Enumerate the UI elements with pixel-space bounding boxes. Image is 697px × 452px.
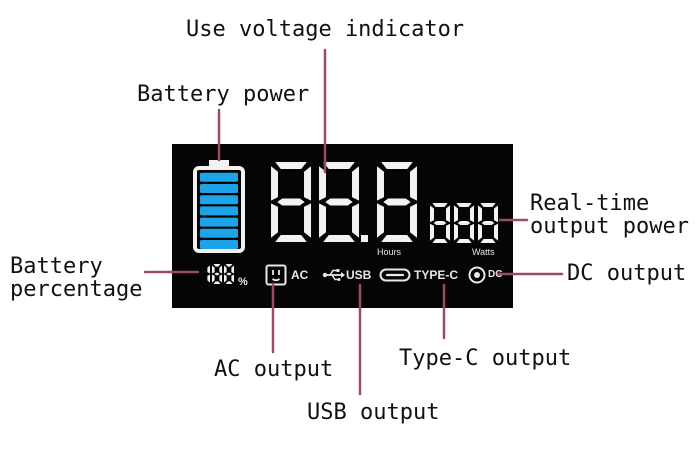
digit-segment-d <box>323 235 355 242</box>
digit-segment-e <box>454 223 458 241</box>
digit-segment-e <box>224 274 227 283</box>
decimal-point <box>361 235 368 242</box>
digit-segment-c <box>446 223 450 241</box>
hours-unit: Hours <box>377 247 402 257</box>
ac-indicator-label: AC <box>291 268 309 282</box>
digit-segment-b <box>304 166 311 201</box>
digit-segment-d <box>213 281 221 284</box>
battery-bar <box>200 240 238 249</box>
digit-segment-e <box>478 223 482 241</box>
battery-bar <box>200 228 238 238</box>
battery-bar <box>200 206 238 216</box>
battery-percentage-line2: percentage <box>10 277 143 303</box>
digit-segment-f <box>224 265 227 274</box>
digit-segment-a <box>323 162 355 169</box>
real-time-output-power-line1: Real-time <box>530 191 650 216</box>
digit-segment-d <box>456 239 472 243</box>
digit-segment-c <box>207 274 210 283</box>
digit-segment-a <box>225 264 233 267</box>
digit-segment-d <box>432 239 448 243</box>
digit-segment-b <box>446 205 450 223</box>
digit-segment-d <box>275 235 307 242</box>
digit-segment-d <box>381 235 413 242</box>
digit-segment-f <box>430 205 434 223</box>
digit-segment-c <box>352 203 359 238</box>
usb-output-label: USB output <box>307 400 440 425</box>
digit-segment-b <box>352 166 359 201</box>
type-c-icon <box>379 268 411 282</box>
battery-bar <box>200 184 238 193</box>
digit-segment-f <box>454 205 458 223</box>
percent-unit: % <box>238 276 248 288</box>
digit-segment-f <box>271 166 278 201</box>
digit-segment-g <box>433 221 447 225</box>
digit-segment-f <box>212 265 215 274</box>
digit-segment-e <box>319 203 326 238</box>
digit-segment-a <box>213 264 221 267</box>
ac-output-label: AC output <box>214 357 334 382</box>
digit-segment-e <box>377 203 384 238</box>
battery-percentage-label: Battery percentage <box>10 255 142 301</box>
digit-segment-f <box>319 166 326 201</box>
digit-segment-c <box>494 223 498 241</box>
battery-percentage-line1: Battery <box>10 254 103 279</box>
digit-segment-e <box>430 223 434 241</box>
percent-display <box>207 264 234 284</box>
digit-segment-c <box>410 203 417 238</box>
hours-display <box>271 162 417 242</box>
digit-segment-f <box>377 166 384 201</box>
digit-segment-d <box>225 281 233 284</box>
watts-display <box>430 203 498 243</box>
digit-segment-e <box>271 203 278 238</box>
digit-segment-a <box>432 203 448 207</box>
battery-bar <box>200 172 238 182</box>
digit-segment-b <box>410 166 417 201</box>
digit-segment-c <box>470 223 474 241</box>
digit-segment-e <box>212 274 215 283</box>
digit-segment-b <box>231 265 234 274</box>
type-c-indicator-label: TYPE-C <box>414 268 459 282</box>
dc-output-label: DC output <box>567 261 687 286</box>
battery-power-label: Battery power <box>137 82 310 107</box>
digit-segment-g <box>383 198 411 206</box>
battery-level-bars <box>200 172 238 249</box>
ac-outlet-icon <box>265 264 287 286</box>
digit-segment-g <box>325 198 353 206</box>
dc-indicator-label: DC <box>488 269 503 280</box>
digit-segment-g <box>277 198 305 206</box>
use-voltage-indicator-label: Use voltage indicator <box>186 17 465 42</box>
type-c-output-label: Type-C output <box>399 346 572 371</box>
digit-segment-b <box>470 205 474 223</box>
usb-indicator-label: USB <box>346 268 372 282</box>
battery-icon <box>193 160 245 253</box>
digit-segment-a <box>275 162 307 169</box>
digit-segment-c <box>219 274 222 283</box>
digit-segment-a <box>456 203 472 207</box>
watts-unit: Watts <box>472 247 495 257</box>
digit-segment-d <box>480 239 496 243</box>
digit-segment-f <box>478 205 482 223</box>
digit-segment-c <box>304 203 311 238</box>
digit-segment-a <box>381 162 413 169</box>
dc-port-icon <box>468 266 486 284</box>
battery-bar <box>200 217 238 227</box>
digit-segment-b <box>494 205 498 223</box>
digit-segment-b <box>207 265 210 274</box>
digit-segment-g <box>214 272 220 276</box>
digit-segment-g <box>457 221 471 225</box>
lcd-display-panel: Hours Watts % AC USB TYPE-C DC <box>172 144 513 308</box>
real-time-output-power-line2: output power <box>530 214 689 240</box>
digit-segment-g <box>481 221 495 225</box>
digit-segment-a <box>480 203 496 207</box>
digit-segment-c <box>231 274 234 283</box>
digit-segment-g <box>226 272 232 276</box>
digit-segment-b <box>219 265 222 274</box>
usb-icon <box>322 269 345 281</box>
real-time-output-power-label: Real-time output power <box>530 192 689 238</box>
battery-bar <box>200 195 238 205</box>
